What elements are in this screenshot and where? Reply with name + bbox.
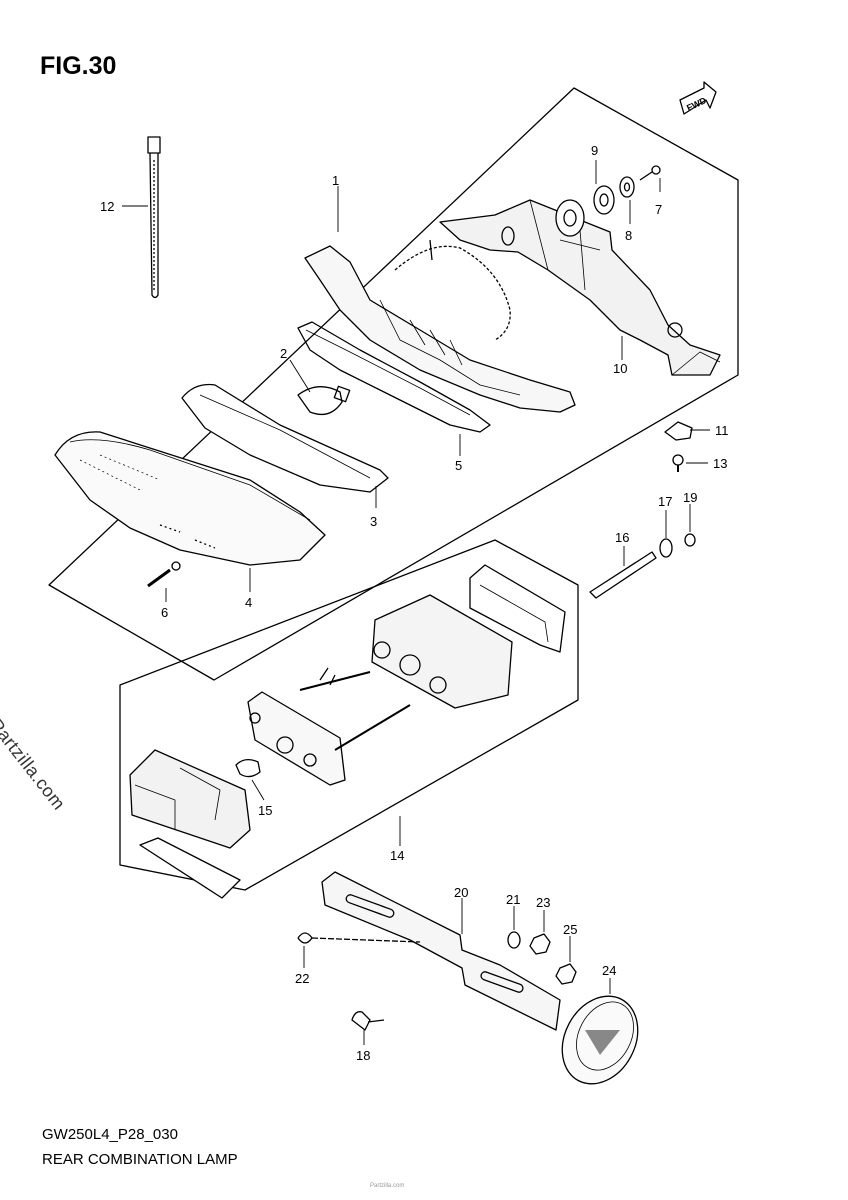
callout-4: 4 — [245, 595, 252, 610]
license-lamp-housing — [371, 594, 513, 709]
grommet-part — [555, 185, 615, 237]
callout-2: 2 — [280, 346, 287, 361]
clip-part-19 — [684, 533, 696, 547]
callout-7: 7 — [655, 202, 662, 217]
figure-name: REAR COMBINATION LAMP — [42, 1151, 238, 1168]
callout-3: 3 — [370, 514, 377, 529]
callout-9: 9 — [591, 143, 598, 158]
washer-part-8 — [619, 176, 635, 198]
callout-1: 1 — [332, 173, 339, 188]
screw-part-6 — [147, 561, 181, 588]
callout-14: 14 — [390, 848, 404, 863]
callout-11: 11 — [715, 423, 729, 438]
callout-22: 22 — [295, 971, 309, 986]
callout-24: 24 — [602, 963, 616, 978]
license-lens-cover — [139, 837, 241, 899]
callout-25: 25 — [563, 922, 577, 937]
figure-title: FIG.30 — [40, 52, 117, 80]
screw-part-13 — [672, 454, 684, 472]
bracket-part — [439, 199, 721, 376]
assembly-14-frame — [119, 539, 579, 891]
cable-tie-part — [147, 136, 161, 299]
screw-part-7 — [639, 165, 661, 181]
clip-nut-part — [664, 421, 693, 441]
outer-lens-part — [54, 431, 326, 566]
assembly-1-frame — [48, 87, 739, 681]
callout-12: 12 — [100, 199, 114, 214]
nut-part-23 — [529, 933, 551, 955]
footer-text: Partzilla.com — [370, 1183, 405, 1189]
callout-8: 8 — [625, 228, 632, 243]
callout-15: 15 — [258, 803, 272, 818]
callout-21: 21 — [506, 892, 520, 907]
license-lamp-gasket — [469, 564, 566, 653]
inner-reflector-part — [181, 383, 389, 493]
callout-20: 20 — [454, 885, 468, 900]
callout-17: 17 — [658, 494, 672, 509]
lamp-housing-part — [304, 239, 576, 413]
pin-part — [589, 551, 657, 599]
callout-16: 16 — [615, 530, 629, 545]
fwd-arrow-icon: FWD — [679, 81, 717, 115]
callout-10: 10 — [613, 361, 627, 376]
figure-code: GW250L4_P28_030 — [42, 1126, 178, 1143]
license-lamp-socket-plate — [247, 691, 346, 786]
cushion-part-18 — [351, 1011, 385, 1031]
reflector-part-24 — [561, 995, 639, 1085]
callout-23: 23 — [536, 895, 550, 910]
bolt-part-22 — [297, 932, 421, 944]
license-lens — [129, 749, 251, 849]
washer-part-17 — [659, 538, 673, 558]
lens-gasket-part — [297, 321, 491, 433]
callout-5: 5 — [455, 458, 462, 473]
callout-13: 13 — [713, 456, 727, 471]
callout-19: 19 — [683, 490, 697, 505]
callout-18: 18 — [356, 1048, 370, 1063]
bulb-part-15 — [235, 758, 261, 778]
washer-part-21 — [507, 931, 521, 949]
callout-6: 6 — [161, 605, 168, 620]
bulb-part-2 — [297, 385, 351, 416]
license-bracket — [321, 871, 561, 1031]
nut-part-25 — [555, 963, 577, 985]
